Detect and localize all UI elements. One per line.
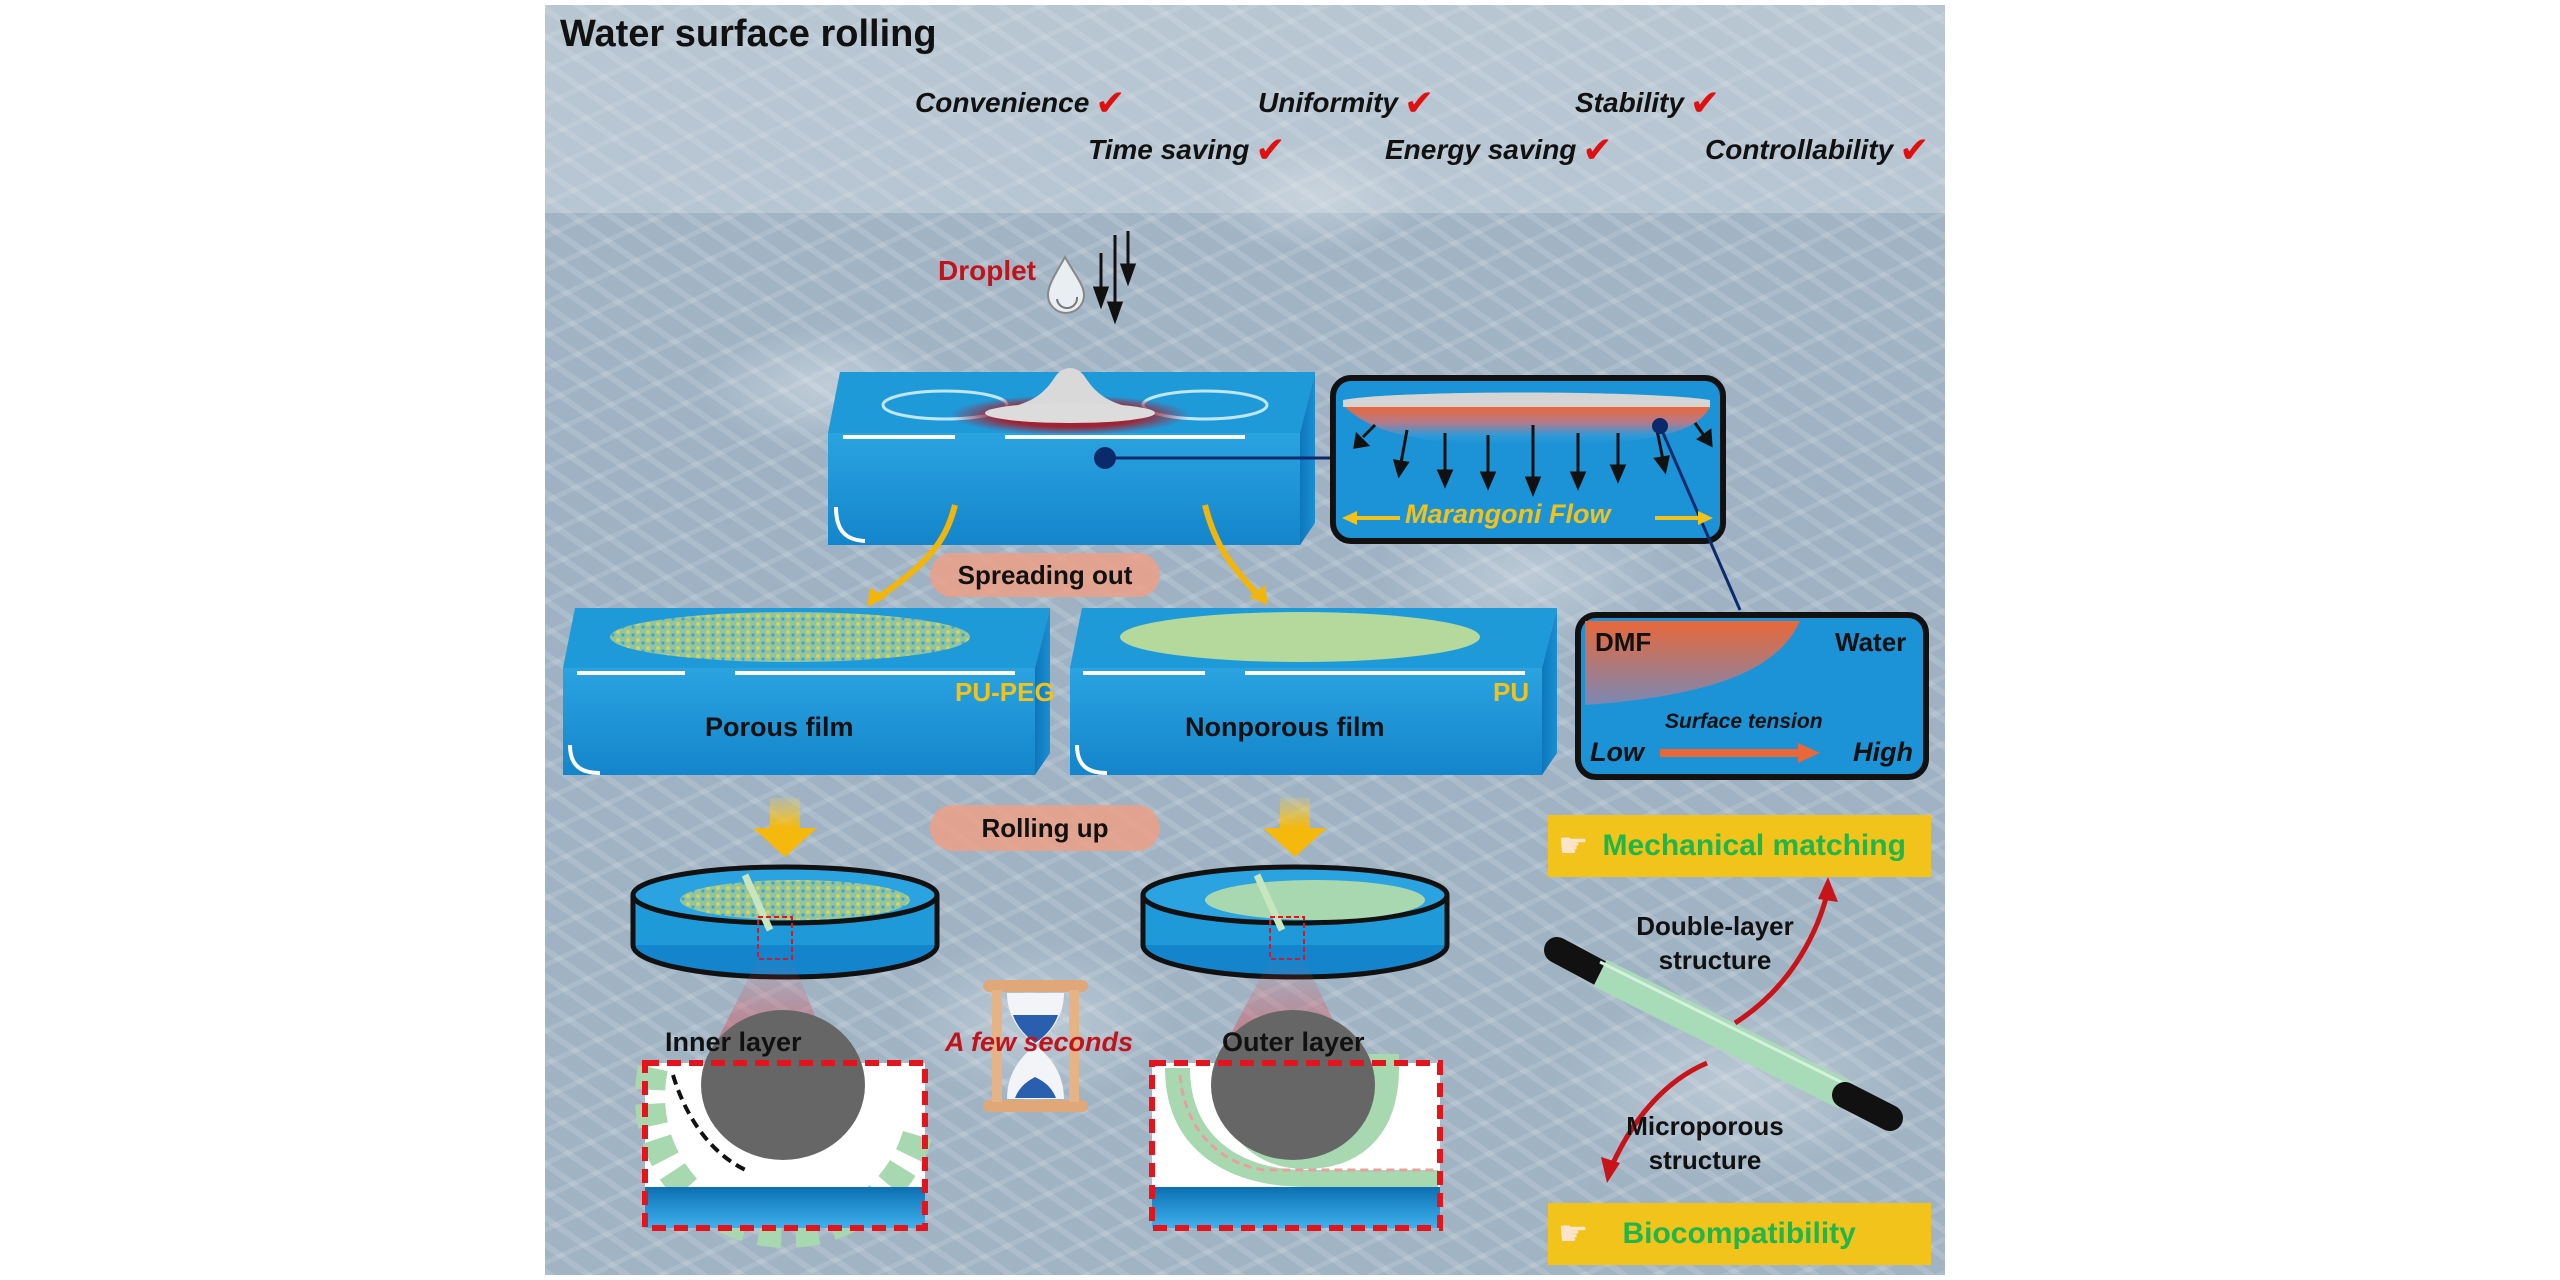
arrow-to-biocompat [1607, 1060, 1708, 1171]
falling-arrows-icon [1092, 231, 1137, 325]
down-arrow-left [753, 798, 817, 857]
feature-time-saving: Time saving ✔ [1088, 132, 1286, 168]
feature-convenience: Convenience ✔ [915, 85, 1125, 121]
checkmark-icon: ✔ [1689, 82, 1721, 123]
diagram-graphics [563, 231, 1929, 1248]
figure-title: Water surface rolling [560, 13, 937, 55]
arrow-to-mechanical [1733, 889, 1831, 1026]
petri-dish-nonporous [1140, 864, 1450, 1045]
dmf-label: DMF [1595, 627, 1652, 657]
spread-arrow-left [873, 504, 958, 603]
feature-controllability: Controllability ✔ [1705, 132, 1929, 168]
biocompatibility-label: Biocompatibility [1622, 1217, 1856, 1250]
material-pu: PU [1493, 677, 1530, 707]
feature-label: Convenience [915, 87, 1090, 118]
feature-label: Controllability [1705, 134, 1894, 165]
inner-layer-label: Inner layer [665, 1027, 802, 1057]
feature-stability: Stability ✔ [1575, 85, 1720, 121]
porous-film-label: Porous film [705, 712, 854, 742]
surface-tension-label: Surface tension [1665, 710, 1823, 733]
feature-uniformity: Uniformity ✔ [1258, 85, 1434, 121]
figure-panel: Water surface rolling Convenience ✔ Unif… [545, 5, 1945, 1275]
feature-label: Uniformity [1258, 87, 1398, 118]
low-label: Low [1590, 737, 1644, 767]
water-label: Water [1835, 627, 1907, 657]
hourglass-icon [983, 980, 1088, 1112]
high-label: High [1853, 737, 1913, 767]
checkmark-icon: ✔ [1582, 129, 1613, 170]
surface-tension-panel [1575, 612, 1929, 780]
mechanical-matching-banner: ☛ Mechanical matching [1548, 815, 1931, 877]
biocompatibility-banner: ☛ Biocompatibility [1548, 1203, 1931, 1265]
spread-arrow-right [1202, 504, 1263, 600]
mechanical-matching-label: Mechanical matching [1602, 829, 1906, 862]
down-arrow-right [1263, 798, 1327, 857]
porous-film [610, 612, 970, 662]
checkmark-icon: ✔ [1899, 129, 1930, 170]
outer-layer-label: Outer layer [1222, 1027, 1365, 1057]
droplet-label: Droplet [938, 255, 1036, 286]
material-pu-peg: PU-PEG [955, 677, 1055, 707]
feature-label: Time saving [1088, 134, 1250, 165]
water-tank-droplet [828, 368, 1335, 545]
spreading-out-label: Spreading out [930, 553, 1160, 597]
pointing-hand-icon: ☛ [1558, 827, 1589, 865]
nonporous-film [1120, 612, 1480, 662]
nonporous-film-label: Nonporous film [1185, 712, 1385, 742]
marangoni-panel [1330, 375, 1742, 611]
droplet-icon [1046, 254, 1086, 314]
outer-layer-detail [1149, 1010, 1443, 1231]
feature-label: Stability [1575, 87, 1684, 118]
microporous-label: Microporous structure [1626, 1111, 1784, 1175]
inner-layer-detail [635, 1010, 935, 1248]
double-layer-label: Double-layer structure [1636, 911, 1794, 975]
marangoni-label: Marangoni Flow [1405, 499, 1611, 529]
water-tank-nonporous [1070, 608, 1557, 775]
feature-label: Energy saving [1385, 134, 1577, 165]
rolling-up-label: Rolling up [930, 805, 1160, 851]
checkmark-icon: ✔ [1404, 82, 1435, 123]
header-band [545, 5, 1945, 213]
flow-arrows [1353, 422, 1713, 498]
checkmark-icon: ✔ [1095, 82, 1126, 123]
feature-energy-saving: Energy saving ✔ [1385, 132, 1613, 168]
water-tank-porous [563, 608, 1050, 775]
pointing-hand-icon: ☛ [1558, 1215, 1589, 1253]
checkmark-icon: ✔ [1255, 129, 1286, 170]
tubular-graft [1544, 937, 1903, 1131]
time-label: A few seconds [945, 1027, 1134, 1057]
